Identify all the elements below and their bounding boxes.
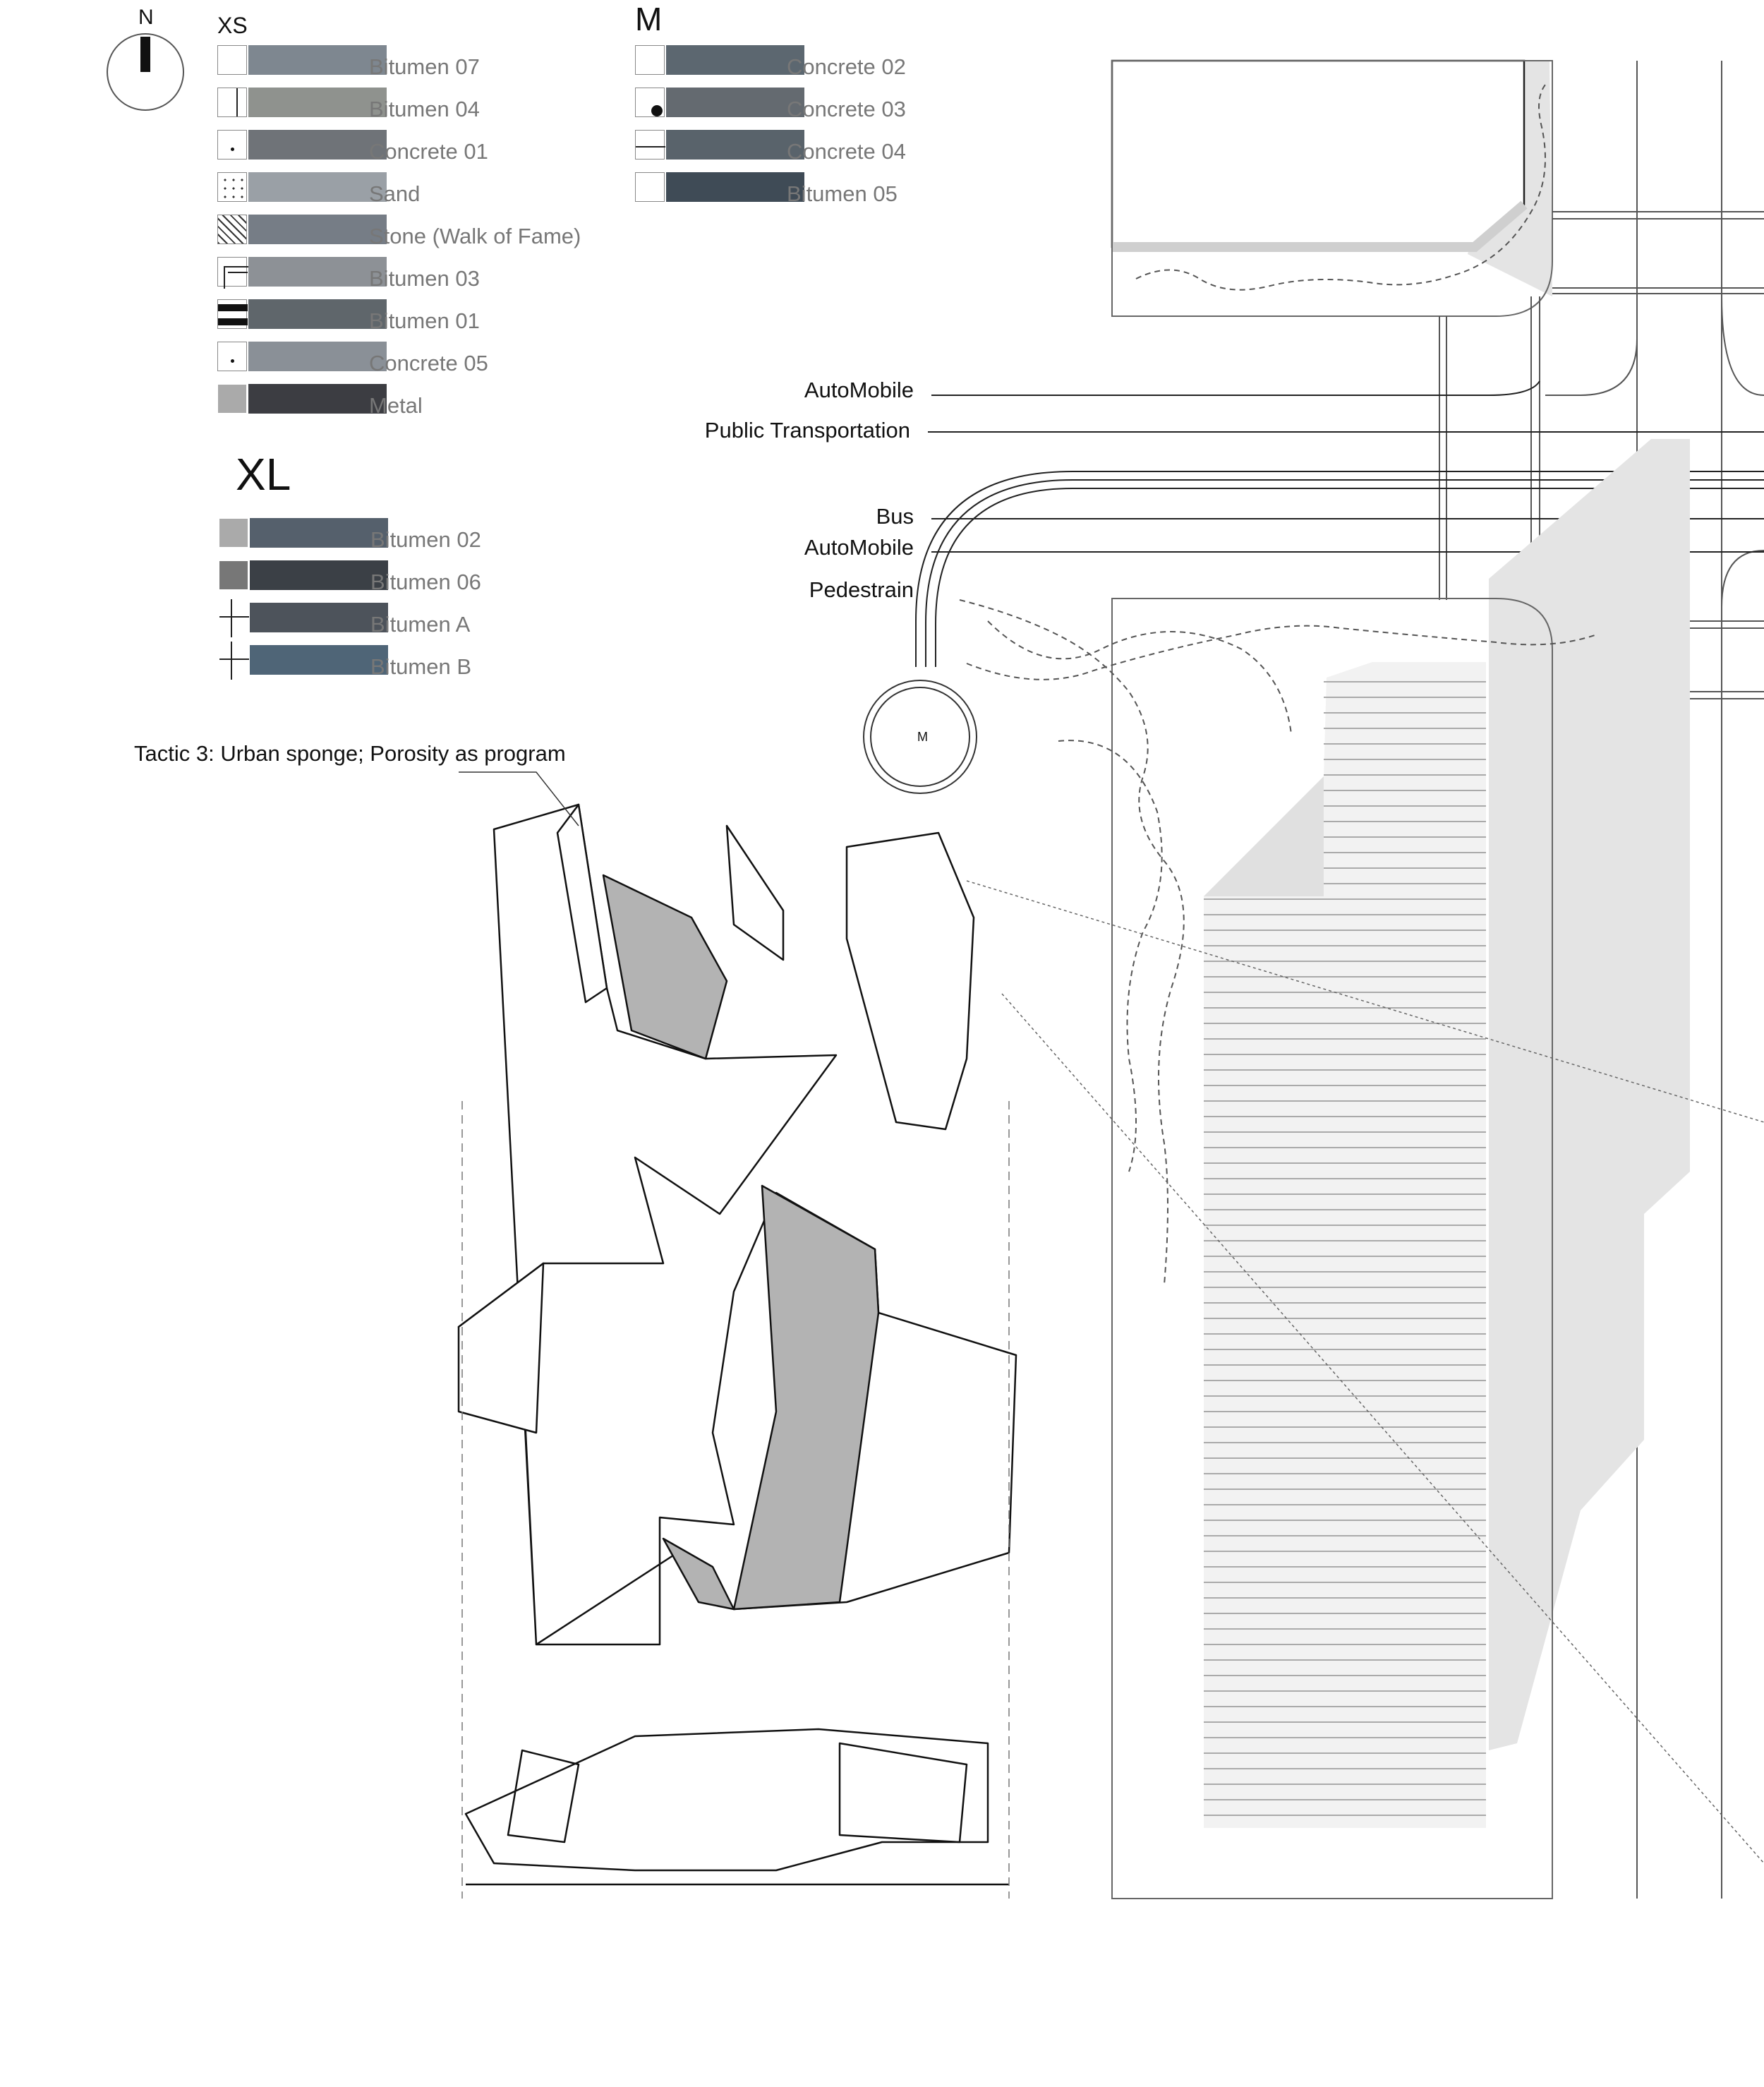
- legend-swatch-key: [635, 45, 665, 75]
- legend-swatch-key: [635, 88, 665, 117]
- tactic-label: Tactic 3: Urban sponge; Porosity as prog…: [134, 741, 566, 766]
- legend-swatch-key: [635, 130, 665, 160]
- legend-swatch-photo: [248, 257, 387, 287]
- legend-swatch-key: [219, 560, 248, 590]
- legend-swatch-key: [217, 342, 247, 371]
- legend-swatch-photo: [248, 342, 387, 371]
- legend-swatch-photo: [250, 645, 388, 675]
- north-arrow-icon: [107, 33, 184, 111]
- legend-label: Sand: [369, 181, 421, 206]
- legend-swatch-photo: [248, 88, 387, 117]
- legend-swatch-photo: [250, 518, 388, 548]
- legend-swatch-key: [219, 518, 248, 548]
- flow-label-bus: Bus: [876, 504, 914, 529]
- legend-swatch-photo: [666, 130, 804, 160]
- legend-swatch-key: [635, 172, 665, 202]
- flow-label-automobile-2: AutoMobile: [804, 535, 914, 560]
- legend-label: Bitumen 01: [369, 308, 480, 333]
- flow-label-automobile-1: AutoMobile: [804, 378, 914, 402]
- legend-swatch-key: [217, 215, 247, 244]
- legend-swatch-key: [217, 45, 247, 75]
- legend-label: Concrete 04: [787, 139, 906, 164]
- legend-swatch-photo: [248, 172, 387, 202]
- legend-swatch-photo: [250, 603, 388, 632]
- axonometric-guide: [461, 1101, 1010, 1899]
- tactic-leader-line: [459, 771, 579, 826]
- legend-swatch-photo: [250, 560, 388, 590]
- legend-label: Bitumen 06: [370, 570, 481, 594]
- flow-label-public-transportation: Public Transportation: [704, 418, 910, 443]
- lower-building: [959, 439, 1690, 1899]
- north-label: N: [138, 6, 154, 29]
- legend-label: Concrete 02: [787, 54, 906, 79]
- legend-swatch-photo: [248, 384, 387, 414]
- sight-lines: [966, 880, 1764, 1864]
- legend-swatch-photo: [248, 215, 387, 244]
- axonometric-model: [457, 803, 1017, 1886]
- legend-label: Stone (Walk of Fame): [369, 224, 581, 248]
- legend-xs-title: XS: [217, 13, 248, 38]
- legend-swatch-key: [217, 130, 247, 160]
- legend-label: Concrete 01: [369, 139, 488, 164]
- legend-swatch-key: [217, 384, 247, 414]
- legend-swatch-key: [219, 599, 249, 637]
- metro-station-icon: [863, 680, 977, 794]
- legend-swatch-photo: [248, 299, 387, 329]
- flow-label-pedestrian: Pedestrain: [809, 577, 914, 602]
- legend-label: Concrete 05: [369, 351, 488, 375]
- legend-label: Bitumen A: [370, 612, 471, 637]
- legend-swatch-key: [217, 172, 247, 202]
- legend-label: Bitumen 04: [369, 97, 480, 121]
- legend-label: Bitumen 02: [370, 527, 481, 552]
- legend-swatch-photo: [248, 45, 387, 75]
- legend-label: Bitumen 07: [369, 54, 480, 79]
- legend-swatch-key: [217, 299, 248, 329]
- legend-swatch-photo: [666, 88, 804, 117]
- upper-building: [1111, 59, 1553, 317]
- legend-label: Bitumen 03: [369, 266, 480, 291]
- legend-m-title: M: [635, 1, 663, 37]
- metro-label: M: [917, 730, 928, 744]
- legend-swatch-photo: [666, 172, 804, 202]
- legend-label: Metal: [369, 393, 423, 418]
- legend-swatch-key: [219, 642, 249, 680]
- legend-label: Concrete 03: [787, 97, 906, 121]
- legend-swatch-key: [217, 88, 247, 117]
- legend-swatch-photo: [248, 130, 387, 160]
- legend-label: Bitumen B: [370, 654, 472, 679]
- legend-swatch-photo: [666, 45, 804, 75]
- legend-xl-title: XL: [236, 449, 291, 500]
- legend-label: Bitumen 05: [787, 181, 898, 206]
- legend-swatch-key: [217, 257, 249, 289]
